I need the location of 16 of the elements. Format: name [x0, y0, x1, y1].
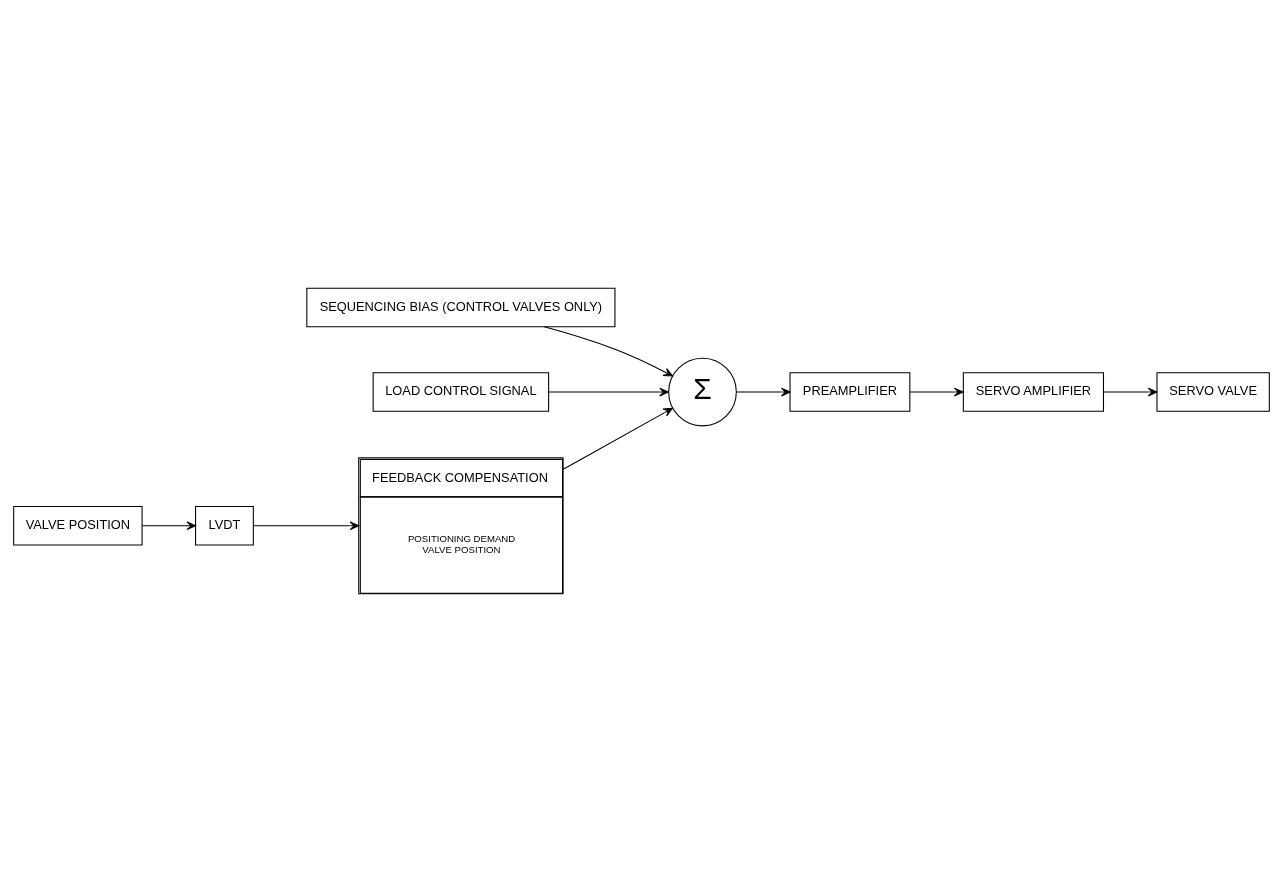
arrow	[562, 407, 673, 470]
node-box: LOAD CONTROL SIGNAL	[372, 371, 550, 412]
node-box: SERVO AMPLIFIER	[962, 371, 1104, 412]
node-box: VALVE POSITION	[13, 505, 143, 546]
arrow	[141, 520, 197, 530]
arrow	[543, 325, 673, 376]
arrow	[1103, 387, 1158, 396]
arrow	[909, 387, 964, 396]
node-box: SERVO VALVE	[1156, 371, 1270, 412]
arrow	[548, 387, 669, 396]
arrow	[736, 387, 791, 396]
node-box: SEQUENCING BIAS (CONTROL VALVES ONLY)	[306, 287, 616, 327]
node-box: LVDT	[195, 505, 254, 546]
node-circle: Σ	[668, 357, 737, 426]
node-box: PREAMPLIFIER	[789, 371, 911, 412]
arrow	[253, 520, 360, 530]
